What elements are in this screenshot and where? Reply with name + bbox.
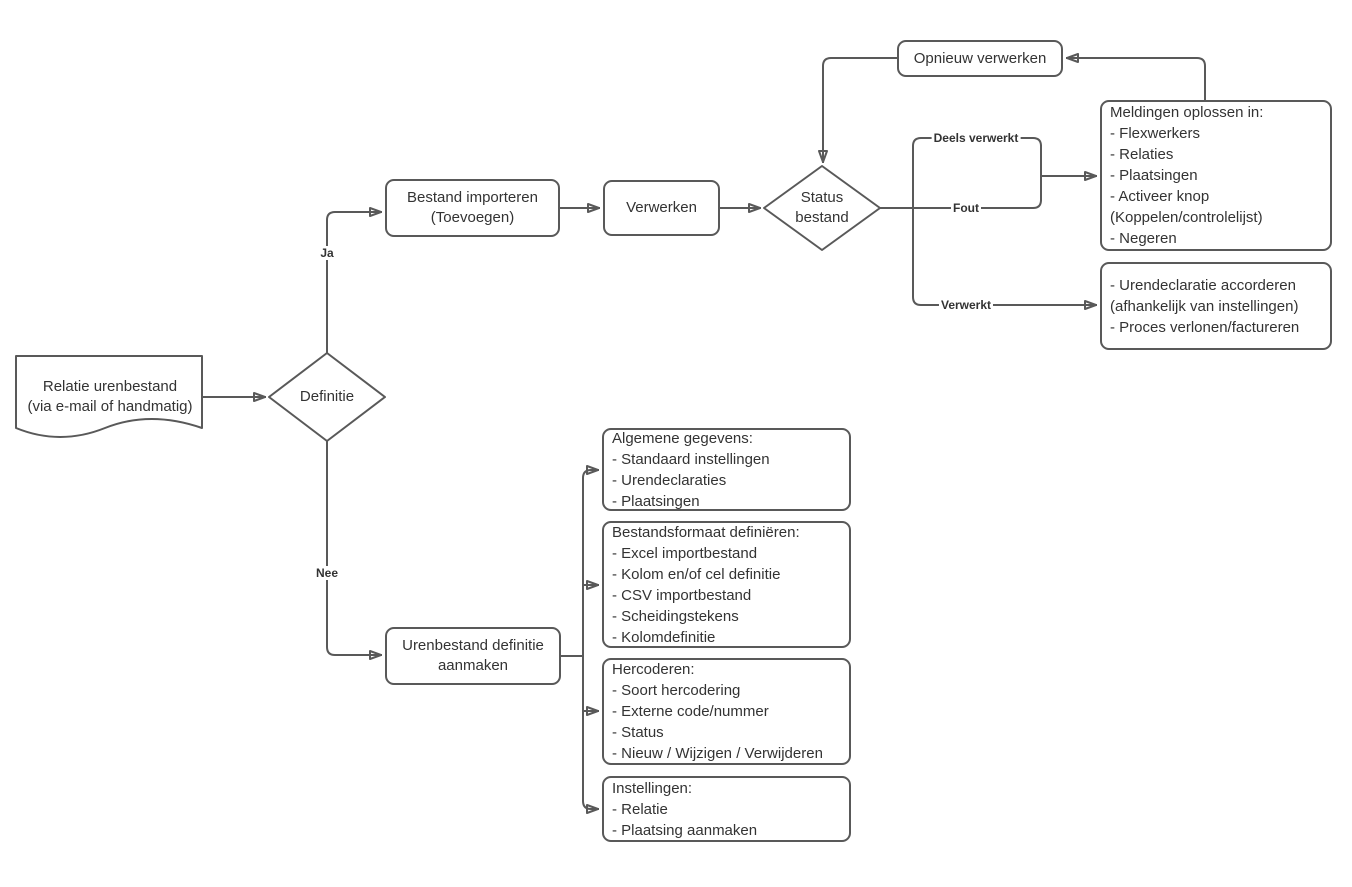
box-hercoderen: Hercoderen: - Soort hercodering - Extern… <box>602 658 851 765</box>
edge-meldingen-to-opnieuw <box>1066 53 1206 101</box>
box-urendeclaratie-accorderen: - Urendeclaratie accorderen (afhankelijk… <box>1100 262 1332 350</box>
box-instellingen: Instellingen: - Relatie - Plaatsing aanm… <box>602 776 851 842</box>
decision-status-bestand-label: Status bestand <box>795 189 849 226</box>
box-meldingen-oplossen: Meldingen oplossen in: - Flexwerkers - R… <box>1100 100 1332 251</box>
edge-ja-to-bestand-importeren <box>326 207 382 354</box>
edge-verwerkt <box>912 207 1097 310</box>
edge-label-verwerkt: Verwerkt <box>938 298 994 312</box>
process-verwerken: Verwerken <box>603 180 720 236</box>
box-bestandsformaat: Bestandsformaat definiëren: - Excel impo… <box>602 521 851 648</box>
edge-fout <box>912 198 1043 209</box>
decision-definitie-label: Definitie <box>299 388 355 405</box>
edge-branch-instellingen <box>582 655 599 814</box>
process-opnieuw-verwerken: Opnieuw verwerken <box>897 40 1063 77</box>
process-bestand-importeren: Bestand importeren (Toevoegen) <box>385 179 560 237</box>
edge-deels-verwerkt <box>912 137 1043 209</box>
edge-opnieuw-to-status <box>818 57 898 163</box>
box-algemene-gegevens: Algemene gegevens: - Standaard instellin… <box>602 428 851 511</box>
edge-nee-to-urenbestand <box>326 440 382 660</box>
document-relatie-urenbestand: Relatie urenbestand (via e-mail of handm… <box>27 378 193 415</box>
edge-label-fout: Fout <box>951 201 981 215</box>
edge-label-deels-verwerkt: Deels verwerkt <box>931 131 1021 145</box>
edge-label-ja: Ja <box>318 246 336 260</box>
process-urenbestand-definitie-aanmaken: Urenbestand definitie aanmaken <box>385 627 561 685</box>
decision-definitie-outline <box>268 352 386 442</box>
edge-label-nee: Nee <box>313 566 341 580</box>
edge-branch-algemene <box>582 465 599 657</box>
document-shape-outline <box>15 355 203 438</box>
